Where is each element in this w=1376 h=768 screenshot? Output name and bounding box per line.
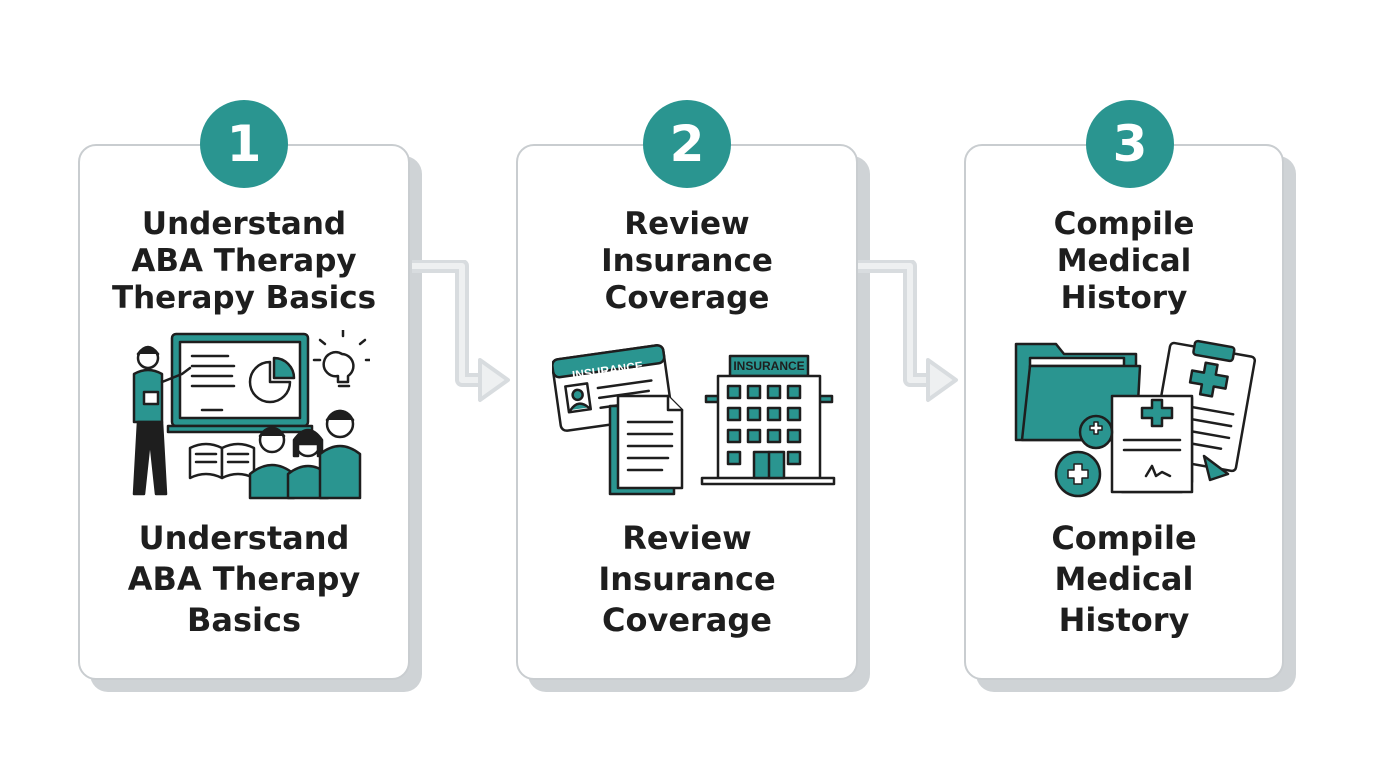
step-number-badge-3: 3 (1086, 100, 1174, 188)
step-number-badge-2: 2 (643, 100, 731, 188)
step-title-2: Review Insurance Coverage (601, 206, 773, 316)
step-title-3: Compile Medical History (1053, 206, 1195, 316)
step-caption-2: Review Insurance Coverage (598, 519, 776, 639)
teacher-presentation-icon (132, 330, 370, 500)
insurance-building-label: INSURANCE (733, 359, 804, 373)
medical-records-icon (1014, 339, 1257, 498)
step-title-1: Understand ABA Therapy Therapy Basics (111, 206, 377, 316)
connector-arrow-1 (412, 260, 510, 402)
step-caption-3: Compile Medical History (1051, 519, 1197, 639)
step-number-badge-1: 1 (200, 100, 288, 188)
connector-arrow-2 (858, 260, 958, 402)
step-caption-1: Understand ABA Therapy Basics (127, 519, 361, 639)
insurance-card-building-icon: INSURANCE INSURANCE (552, 344, 836, 496)
